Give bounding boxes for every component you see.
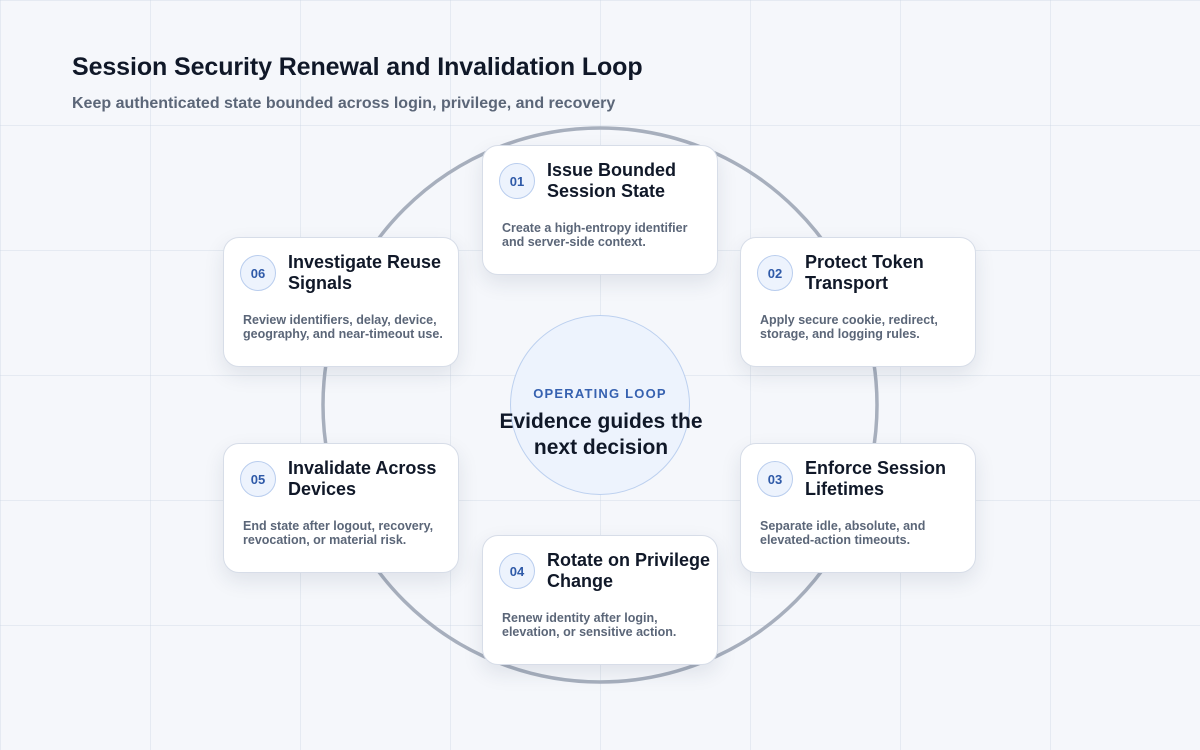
step-card-02: 02 Protect Token Transport Apply secure …: [740, 237, 976, 367]
step-description: End state after logout, recovery, revoca…: [243, 519, 434, 547]
step-card-04: 04 Rotate on Privilege Change Renew iden…: [482, 535, 718, 665]
step-card-06: 06 Investigate Reuse Signals Review iden…: [223, 237, 459, 367]
step-number-badge: 02: [757, 255, 793, 291]
step-number-badge: 01: [499, 163, 535, 199]
step-title: Protect Token Transport: [805, 252, 924, 293]
step-title: Issue Bounded Session State: [547, 160, 677, 201]
step-description: Renew identity after login, elevation, o…: [502, 611, 677, 639]
page-subtitle: Keep authenticated state bounded across …: [72, 95, 616, 112]
step-card-05: 05 Invalidate Across Devices End state a…: [223, 443, 459, 573]
page-title: Session Security Renewal and Invalidatio…: [72, 53, 643, 81]
step-number-badge: 03: [757, 461, 793, 497]
step-title: Rotate on Privilege Change: [547, 550, 711, 591]
step-description: Review identifiers, delay, device, geogr…: [243, 313, 443, 341]
step-description: Apply secure cookie, redirect, storage, …: [760, 313, 938, 341]
step-number-badge: 04: [499, 553, 535, 589]
step-card-01: 01 Issue Bounded Session State Create a …: [482, 145, 718, 275]
center-hub: OPERATING LOOP Evidence guides the next …: [499, 315, 703, 495]
hub-label: OPERATING LOOP: [533, 386, 667, 401]
step-description: Create a high-entropy identifier and ser…: [502, 221, 688, 249]
step-title: Invalidate Across Devices: [288, 458, 437, 499]
step-title: Investigate Reuse Signals: [288, 252, 442, 293]
hub-text: Evidence guides the next decision: [499, 410, 703, 459]
step-description: Separate idle, absolute, and elevated-ac…: [760, 519, 926, 547]
step-card-03: 03 Enforce Session Lifetimes Separate id…: [740, 443, 976, 573]
step-title: Enforce Session Lifetimes: [805, 458, 947, 499]
step-number-badge: 05: [240, 461, 276, 497]
step-number-badge: 06: [240, 255, 276, 291]
